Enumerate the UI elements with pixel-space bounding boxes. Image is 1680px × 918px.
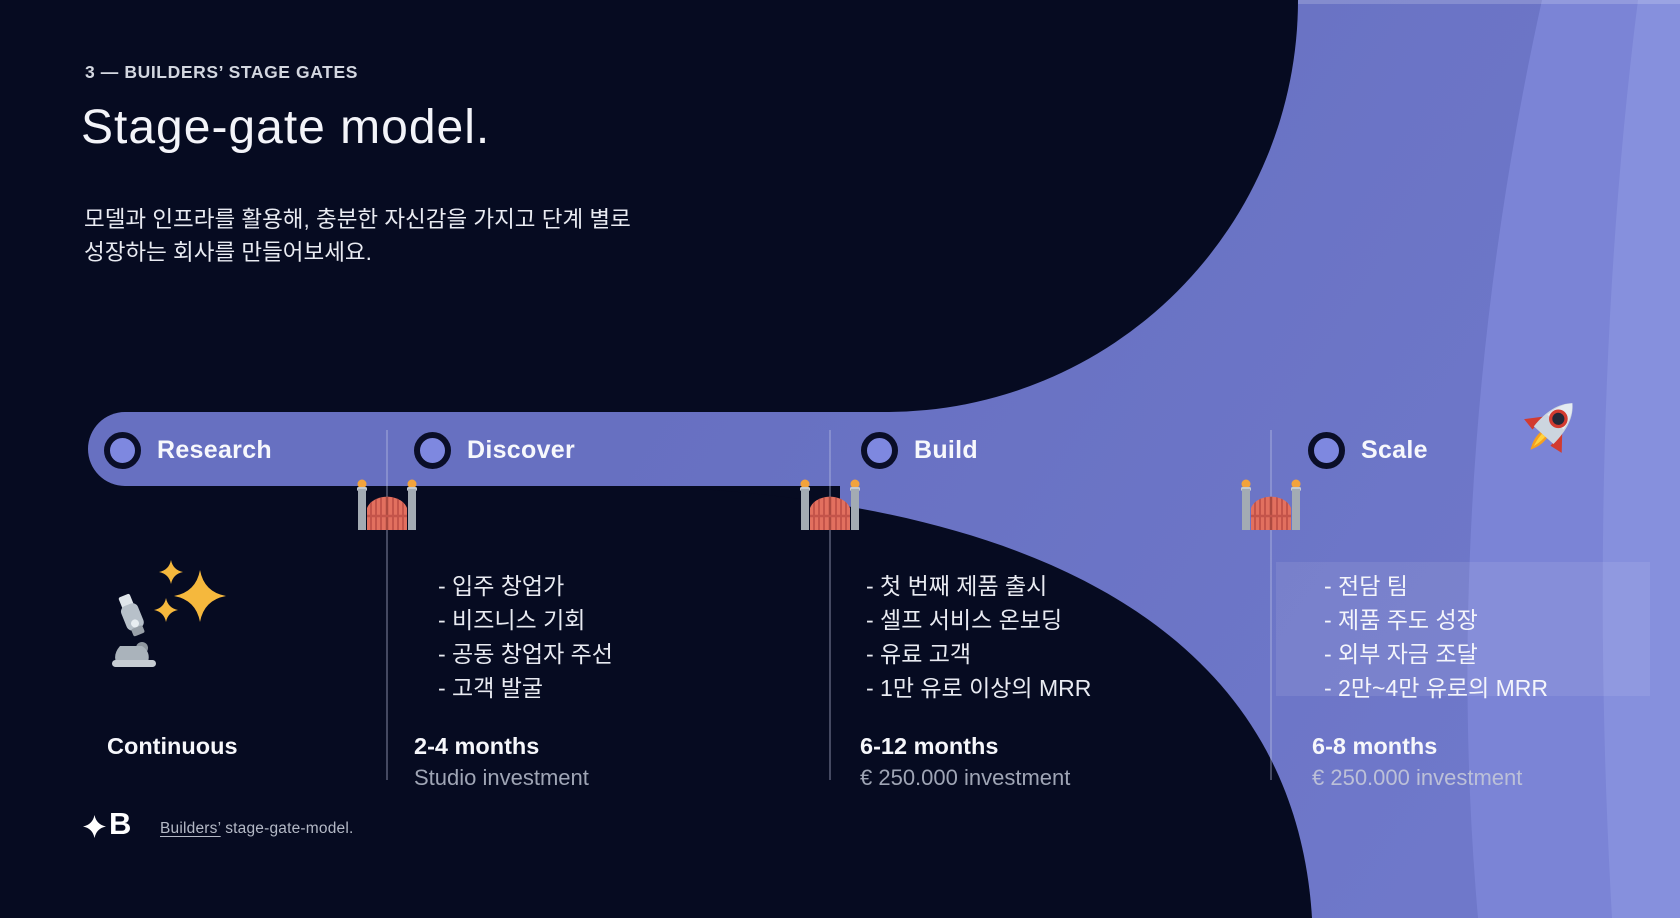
- list-item: - 유료 고객: [866, 641, 972, 667]
- column-divider: [386, 430, 388, 780]
- builders-logo: B: [83, 806, 131, 842]
- research-icons: [112, 560, 226, 667]
- list-item: - 셀프 서비스 온보딩: [866, 607, 1063, 633]
- list-item: - 외부 자금 조달: [1324, 641, 1478, 667]
- list-item: - 1만 유로 이상의 MRR: [866, 675, 1092, 701]
- scale-investment: € 250.000 investment: [1312, 765, 1523, 790]
- scale-duration: 6-8 months: [1312, 733, 1438, 759]
- credit-text: stage-gate-model.: [225, 820, 354, 837]
- build-bullets: - 첫 번째 제품 출시 - 셀프 서비스 온보딩 - 유료 고객 - 1만 유…: [866, 569, 1091, 705]
- stage-dot: [1308, 431, 1345, 469]
- microscope-icon: [112, 593, 156, 667]
- list-item: - 입주 창업가: [438, 573, 565, 599]
- slide-description: 모델과 인프라를 활용해, 충분한 자신감을 가지고 단계 별로 성장하는 회사…: [84, 207, 631, 265]
- sparkles-icon: [154, 560, 226, 622]
- scale-highlight-panel: [1276, 562, 1650, 696]
- stage-dot: [414, 431, 451, 469]
- discover-bullets: - 입주 창업가 - 비즈니스 기회 - 공동 창업자 주선 - 고객 발굴: [438, 569, 613, 705]
- list-item: - 첫 번째 제품 출시: [866, 573, 1048, 599]
- list-item: - 전담 팀: [1324, 573, 1408, 599]
- page-title: Stage-gate model.: [81, 101, 491, 154]
- stage-marker-scale: Scale: [1308, 431, 1428, 469]
- list-item: - 제품 주도 성장: [1324, 607, 1478, 633]
- rocket-icon: [1524, 403, 1573, 453]
- discover-duration: 2-4 months: [414, 733, 540, 759]
- stage-marker-research: Research: [104, 431, 272, 469]
- star-icon: [83, 814, 106, 838]
- discover-investment: Studio investment: [414, 765, 589, 790]
- stage-marker-build: Build: [861, 431, 978, 469]
- stage-label: Scale: [1361, 435, 1428, 464]
- gate-icon: [799, 476, 861, 530]
- gate-icon: [1240, 476, 1302, 530]
- stage-label: Research: [157, 435, 272, 464]
- column-divider: [829, 430, 831, 780]
- gate-icon: [356, 476, 418, 530]
- list-item: - 공동 창업자 주선: [438, 641, 613, 667]
- scale-bullets: - 전담 팀 - 제품 주도 성장 - 외부 자금 조달 - 2만~4만 유로의…: [1324, 569, 1548, 705]
- footer-credit: Builders’ stage-gate-model.: [160, 820, 354, 838]
- stage-dot: [104, 431, 141, 469]
- list-item: - 비즈니스 기회: [438, 607, 586, 633]
- list-item: - 고객 발굴: [438, 675, 544, 701]
- build-investment: € 250.000 investment: [860, 765, 1071, 790]
- stage-label: Discover: [467, 435, 576, 464]
- list-item: - 2만~4만 유로의 MRR: [1324, 675, 1549, 701]
- build-duration: 6-12 months: [860, 733, 999, 759]
- stage-label: Build: [914, 435, 978, 464]
- research-duration: Continuous: [107, 733, 238, 759]
- logo-letter: B: [109, 806, 132, 841]
- stage-dot: [861, 431, 898, 469]
- builders-link[interactable]: Builders’: [160, 820, 221, 837]
- column-divider: [1270, 430, 1272, 780]
- stage-marker-discover: Discover: [414, 431, 575, 469]
- slide-eyebrow: 3 — BUILDERS’ STAGE GATES: [85, 62, 358, 82]
